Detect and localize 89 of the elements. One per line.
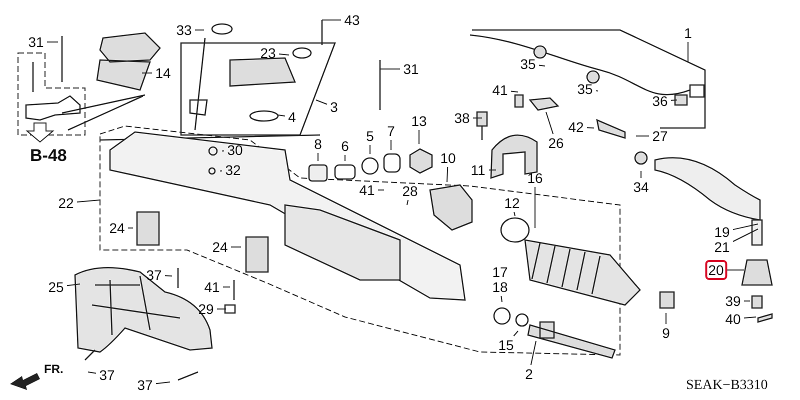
reference-label: B-48 xyxy=(30,146,67,166)
leader-line xyxy=(534,186,536,228)
callout-number: 32 xyxy=(224,162,242,178)
callout-number: 24 xyxy=(211,239,229,255)
callout-number: 35 xyxy=(576,81,594,97)
leader-line xyxy=(732,224,758,230)
callout-number: 25 xyxy=(47,279,65,295)
callout-number: 19 xyxy=(713,224,731,240)
leader-line xyxy=(530,340,536,366)
leader-line xyxy=(216,308,226,310)
leader-line xyxy=(744,316,756,319)
leader-line xyxy=(418,130,420,144)
leader-line xyxy=(76,200,100,203)
callout-number: 7 xyxy=(386,123,396,139)
leader-line xyxy=(446,166,448,182)
leader-line xyxy=(230,246,242,248)
callout-number: 6 xyxy=(340,138,350,154)
leader-line xyxy=(222,150,224,152)
leader-line xyxy=(390,140,392,150)
callout-number: 43 xyxy=(343,12,361,28)
callout-number: 37 xyxy=(98,367,116,383)
callout-number: 10 xyxy=(439,150,457,166)
callout-number: 15 xyxy=(497,337,515,353)
callout-number: 14 xyxy=(154,65,172,81)
leader-line xyxy=(278,114,286,116)
callout-number: 33 xyxy=(175,22,193,38)
callout-number: 13 xyxy=(410,113,428,129)
callout-number: 17 xyxy=(491,264,509,280)
diagram-code: SEAK−B3310 xyxy=(686,378,768,394)
leader-line xyxy=(640,170,642,178)
leader-line xyxy=(220,170,222,172)
callout-number: 4 xyxy=(287,109,297,125)
leader-line xyxy=(586,127,594,128)
leader-line xyxy=(670,100,678,101)
callout-number: 39 xyxy=(724,293,742,309)
leader-line xyxy=(596,90,598,92)
callout-number: 37 xyxy=(145,267,163,283)
callout-number: 38 xyxy=(453,110,471,126)
callout-number: 5 xyxy=(365,128,375,144)
callout-number: 11 xyxy=(470,162,486,178)
callout-number: 23 xyxy=(259,45,277,61)
callout-number: 31 xyxy=(402,61,420,77)
callout-number: 1 xyxy=(683,25,693,41)
callout-number: 22 xyxy=(57,195,75,211)
callout-number: 16 xyxy=(526,170,544,186)
callout-number: 35 xyxy=(519,56,537,72)
callout-number: 42 xyxy=(567,119,585,135)
callout-number: 24 xyxy=(108,220,126,236)
callout-number: 41 xyxy=(203,279,221,295)
leader-line xyxy=(538,64,546,66)
callout-number: 41 xyxy=(491,82,509,98)
leader-line xyxy=(500,296,502,302)
callout-number: 26 xyxy=(547,135,565,151)
callout-number: 21 xyxy=(713,239,731,255)
callout-number: 37 xyxy=(136,377,154,393)
leader-line xyxy=(156,382,170,384)
callout-number: 12 xyxy=(503,195,521,211)
callout-number: 31 xyxy=(27,34,45,50)
leader-line xyxy=(510,90,518,92)
leader-line xyxy=(380,68,400,70)
callout-number: 34 xyxy=(632,179,650,195)
leader-line xyxy=(88,372,96,374)
callout-number: 8 xyxy=(313,136,323,152)
leader-line xyxy=(514,212,516,216)
callout-number: 9 xyxy=(661,325,671,341)
leader-line xyxy=(732,228,758,242)
leader-line xyxy=(513,330,518,336)
callout-number: 28 xyxy=(401,183,419,199)
callout-number: 41 xyxy=(358,182,376,198)
leader-line xyxy=(164,275,172,276)
leader-line xyxy=(278,54,290,56)
leader-line xyxy=(344,154,346,162)
callout-number: 27 xyxy=(651,128,669,144)
callout-number: 20 xyxy=(705,260,727,280)
front-label: FR. xyxy=(44,362,64,376)
callout-number: 36 xyxy=(651,93,669,109)
callout-number: 2 xyxy=(524,366,534,382)
leader-line xyxy=(66,284,80,286)
leader-line xyxy=(546,112,554,134)
callout-number: 29 xyxy=(197,301,215,317)
callout-number: 3 xyxy=(329,99,339,115)
callout-number: 40 xyxy=(724,311,742,327)
leader-line xyxy=(406,200,409,206)
callout-number: 30 xyxy=(226,142,244,158)
leader-line xyxy=(316,100,328,105)
leader-line xyxy=(744,300,750,302)
leader-line xyxy=(142,72,152,74)
callout-number: 18 xyxy=(491,279,509,295)
leader-line xyxy=(222,286,230,288)
